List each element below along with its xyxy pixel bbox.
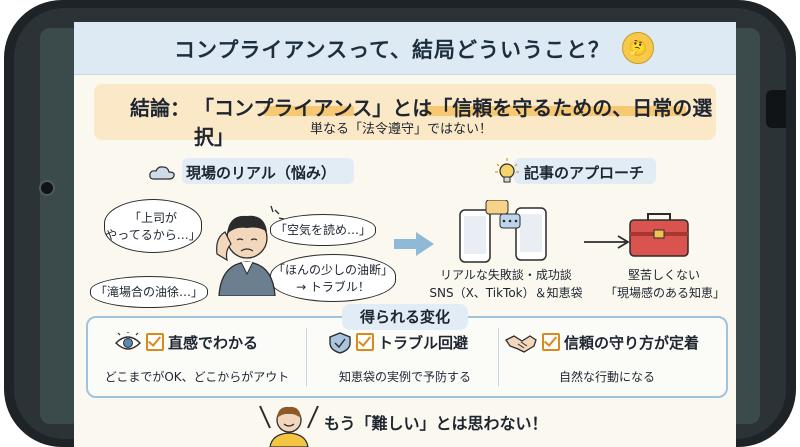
lightbulb-icon [495, 158, 519, 183]
bubble-text: やってるから…」 [105, 228, 201, 242]
highlight-underline [424, 106, 686, 116]
conclusion-box: 結論： 「コンプライアンス」とは「信頼を守るための、日常の選択」 [94, 84, 716, 149]
speech-bubble: 「上司が やってるから…」 [104, 199, 202, 253]
approach-caption-2: SNS（X、TikTok）＆知恵袋 [429, 286, 583, 300]
benefit-title: 信頼の守り方が定着 [542, 332, 699, 353]
conclusion-text: 「コンプライアンス」とは「信頼を守るための、日常の選択」 [194, 96, 713, 149]
divider [306, 328, 307, 386]
bubble-text: 「空気を読め…」 [274, 223, 371, 237]
benefit-item-3: 信頼の守り方が定着 自然な行動になる [504, 332, 710, 396]
benefit-title: トラブル回避 [356, 332, 468, 353]
thinking-face-icon: 🤔 [622, 32, 654, 64]
right-header-bg [514, 158, 656, 184]
sensor-notch [766, 90, 786, 128]
speech-bubble: 「滝場合の油徐…」 [90, 276, 208, 308]
title-bar: コンプライアンスって、結局どういうこと？ 🤔 [74, 22, 736, 75]
eye-icon [115, 332, 141, 350]
bubble-text: → トラブル！ [296, 280, 370, 294]
shield-icon [329, 332, 351, 354]
checkbox-icon [146, 333, 164, 351]
benefit-item-2: トラブル回避 知恵袋の実例で予防する [302, 332, 508, 396]
benefits-header: 得られる変化 [342, 304, 468, 330]
smartphones-icon [459, 200, 547, 263]
right-section-header: 記事のアプローチ [524, 164, 645, 182]
cloud-icon [149, 166, 175, 180]
approach-result-2: 「現場感のある知恵」 [604, 286, 725, 300]
cheering-person-icon [259, 405, 319, 447]
benefit-title-text: 直感でわかる [168, 334, 259, 352]
checkbox-icon [542, 333, 560, 351]
benefit-title-text: トラブル回避 [378, 334, 469, 352]
approach-result-1: 堅苦しくない [627, 268, 700, 282]
speech-bubble: 「空気を読め…」 [270, 214, 376, 246]
left-header-bg [182, 158, 354, 184]
benefit-title-text: 信頼の守り方が定着 [564, 334, 700, 352]
approach-caption-1: リアルな失敗談・成功談 [440, 268, 572, 282]
benefit-subtitle: 自然な行動になる [558, 370, 655, 384]
phone-frame: コンプライアンスって、結局どういうこと？ 🤔 結論： 「コンプライアンス」とは「… [4, 0, 796, 447]
infographic-screen: コンプライアンスって、結局どういうこと？ 🤔 結論： 「コンプライアンス」とは「… [74, 22, 736, 447]
right-arrow-icon [394, 232, 434, 256]
speech-bubble: 「ほんの少しの油断」 → トラブル！ [270, 254, 396, 302]
toolbox-icon [629, 213, 689, 257]
camera-icon [39, 180, 55, 196]
left-section-header: 現場のリアル（悩み） [186, 164, 336, 182]
benefit-subtitle: どこまでがOK、どこからがアウト [104, 370, 290, 384]
left-side-panel [40, 28, 80, 424]
benefit-subtitle: 知恵袋の実例で予防する [338, 370, 471, 384]
benefit-item-1: 直感でわかる どこまでがOK、どこからがアウト [94, 332, 300, 396]
footer-text: もう「難しい」とは思わない！ [324, 414, 548, 433]
bubble-text: 「上司が [128, 211, 177, 225]
bubble-text: 「滝場合の油徐…」 [94, 285, 203, 299]
benefit-title: 直感でわかる [146, 332, 258, 353]
highlight-underline [264, 106, 354, 116]
arrow-right-icon [584, 235, 630, 249]
divider [498, 328, 499, 386]
checkbox-icon [356, 333, 374, 351]
conclusion-subtext: 単なる「法令遵守」ではない！ [310, 122, 493, 137]
bubble-text: 「ほんの少しの油断」 [272, 263, 393, 277]
handshake-icon [505, 335, 537, 353]
page-title: コンプライアンスって、結局どういうこと？ [174, 38, 611, 62]
worried-person-icon [216, 205, 285, 296]
conclusion-label: 結論： [130, 96, 190, 120]
